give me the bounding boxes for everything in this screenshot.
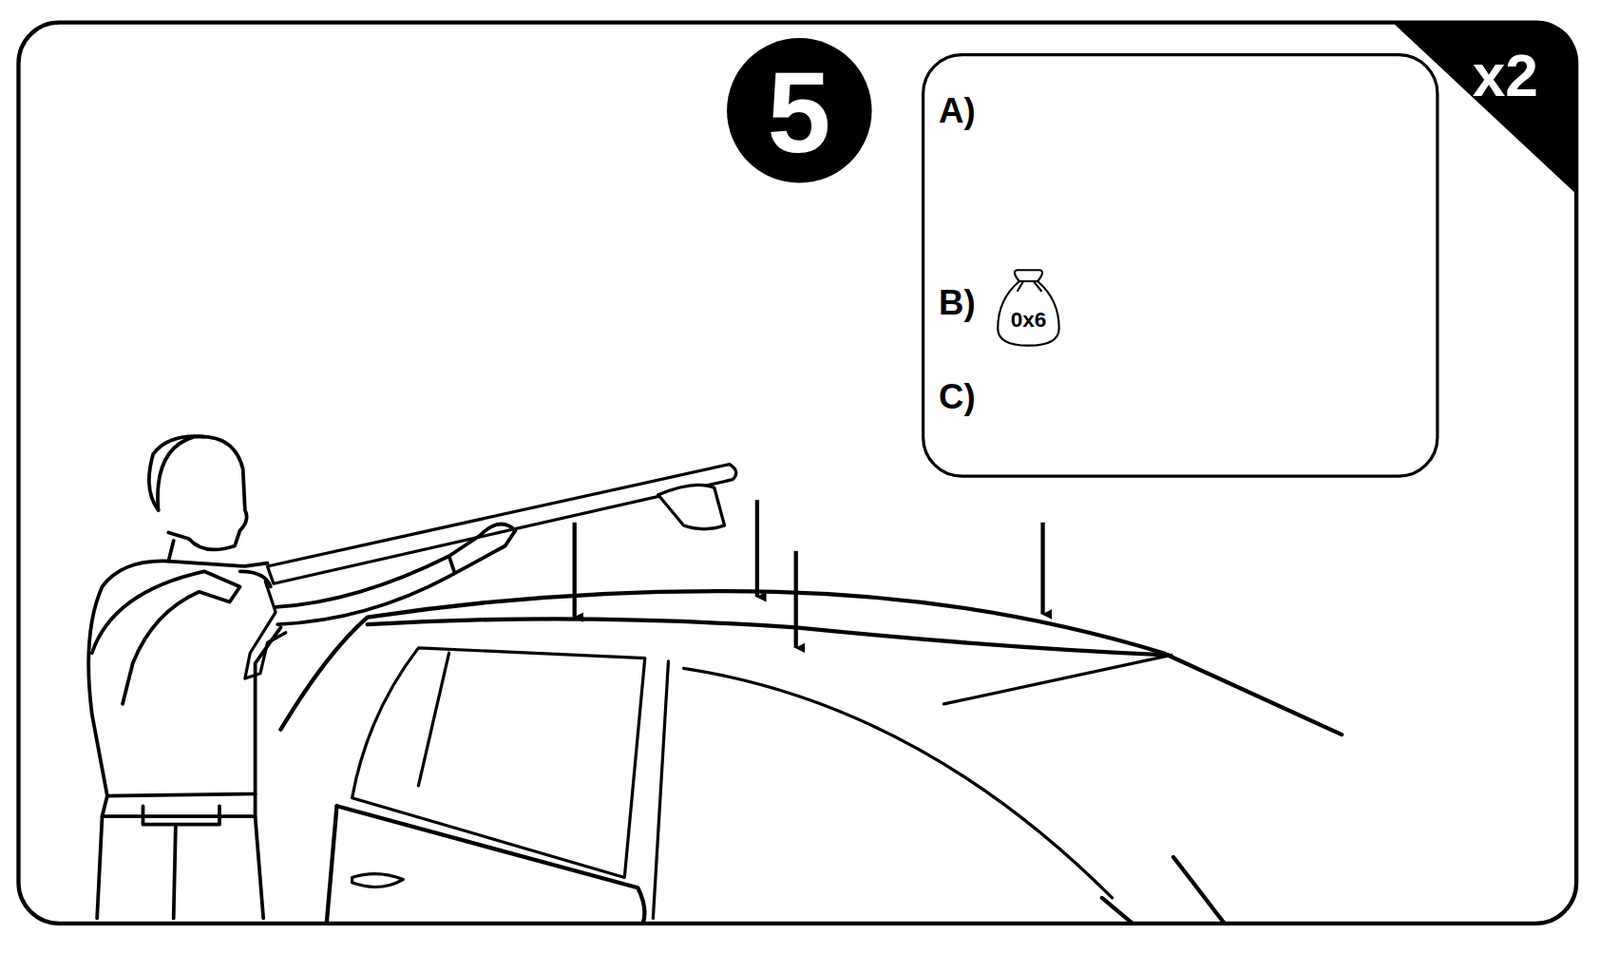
person [88, 436, 515, 918]
node-outline [994, 266, 1063, 349]
node-outline [921, 53, 1440, 478]
roof-bar-part [658, 484, 725, 529]
person-part [173, 826, 176, 919]
person-part [275, 523, 515, 625]
detail-inset-box: A) B) C) 0x6 [921, 53, 1440, 478]
placement-arrows-part [755, 499, 760, 597]
car-part [280, 590, 1342, 735]
step-label: B) [938, 285, 976, 322]
person-part [149, 436, 205, 511]
car-part [684, 667, 1113, 898]
placement-arrows-part [1040, 522, 1045, 615]
placement-arrows [574, 499, 1044, 648]
car-part [326, 805, 338, 923]
car-part [1173, 857, 1225, 924]
step-label: C) [938, 380, 976, 416]
car-part [352, 647, 646, 878]
step-label: A) [938, 94, 976, 130]
node-text: 0x6 [994, 309, 1063, 332]
person-part [255, 816, 265, 918]
person-part [96, 816, 102, 918]
car [280, 590, 1342, 924]
car-part [1102, 897, 1133, 924]
node-outline-shape [1392, 22, 1577, 194]
person-part [88, 540, 281, 796]
node-text: x2 [1472, 46, 1539, 106]
car-part [943, 654, 1171, 705]
car-part [652, 661, 668, 919]
node-text: 5 [725, 55, 874, 170]
placement-arrows-part [572, 522, 577, 618]
node-outline-shape [922, 54, 1437, 477]
car-part [418, 652, 449, 786]
roof-bar [245, 464, 737, 679]
page-frame [18, 22, 1577, 924]
car-part [336, 805, 645, 923]
person-part [449, 555, 455, 572]
quantity-corner: x2 [1392, 22, 1577, 194]
car-part [352, 874, 404, 888]
person-part [239, 571, 270, 587]
placement-arrows-part [794, 551, 799, 648]
person-part [157, 436, 248, 550]
person-part [102, 793, 256, 817]
hardware-bag: 0x6 [994, 266, 1063, 349]
step-number-circle: 5 [725, 37, 874, 185]
node-outline-shape [997, 270, 1059, 346]
person-part [168, 561, 267, 567]
person-part [142, 805, 220, 824]
person-part [92, 571, 241, 705]
